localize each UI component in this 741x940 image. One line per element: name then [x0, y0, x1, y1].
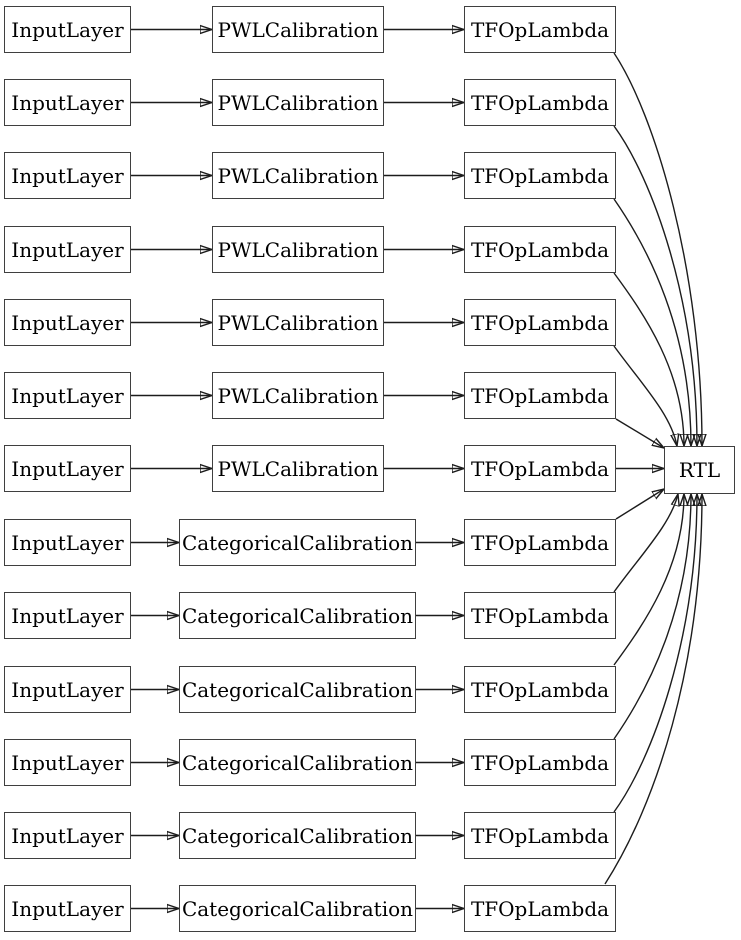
categorical-calibration-node: CategoricalCalibration — [179, 666, 416, 713]
tfop-lambda-node: TFOpLambda — [464, 372, 616, 419]
pwl-calibration-node: PWLCalibration — [212, 226, 384, 273]
tfop-lambda-node: TFOpLambda — [464, 79, 616, 126]
input-layer-node: InputLayer — [4, 519, 131, 566]
input-layer-node: InputLayer — [4, 79, 131, 126]
input-layer-node: InputLayer — [4, 372, 131, 419]
tfop-lambda-node: TFOpLambda — [464, 739, 616, 786]
edge-lambda-to-rtl-8 — [615, 489, 664, 520]
input-layer-node: InputLayer — [4, 812, 131, 859]
edge-lambda-to-rtl-13 — [604, 494, 702, 885]
pwl-calibration-node: PWLCalibration — [212, 445, 384, 492]
edge-lambda-to-rtl-6 — [615, 418, 664, 448]
edge-lambda-to-rtl-1 — [613, 52, 702, 446]
tfop-lambda-node: TFOpLambda — [464, 299, 616, 346]
input-layer-node: InputLayer — [4, 226, 131, 273]
edge-lambda-to-rtl-2 — [613, 125, 697, 446]
categorical-calibration-node: CategoricalCalibration — [179, 592, 416, 639]
tfop-lambda-node: TFOpLambda — [464, 445, 616, 492]
tfop-lambda-node: TFOpLambda — [464, 666, 616, 713]
categorical-calibration-node: CategoricalCalibration — [179, 885, 416, 932]
categorical-calibration-node: CategoricalCalibration — [179, 812, 416, 859]
tfop-lambda-node: TFOpLambda — [464, 812, 616, 859]
tfop-lambda-node: TFOpLambda — [464, 226, 616, 273]
pwl-calibration-node: PWLCalibration — [212, 6, 384, 53]
edge-lambda-to-rtl-9 — [613, 494, 678, 593]
tfop-lambda-node: TFOpLambda — [464, 885, 616, 932]
input-layer-node: InputLayer — [4, 666, 131, 713]
pwl-calibration-node: PWLCalibration — [212, 79, 384, 126]
pwl-calibration-node: PWLCalibration — [212, 372, 384, 419]
rtl-output-node: RTL — [664, 446, 735, 494]
edge-lambda-to-rtl-4 — [613, 272, 684, 446]
tfop-lambda-node: TFOpLambda — [464, 152, 616, 199]
categorical-calibration-node: CategoricalCalibration — [179, 739, 416, 786]
input-layer-node: InputLayer — [4, 6, 131, 53]
input-layer-node: InputLayer — [4, 885, 131, 932]
edge-lambda-to-rtl-11 — [613, 494, 691, 740]
tfop-lambda-node: TFOpLambda — [464, 519, 616, 566]
edge-lambda-to-rtl-10 — [613, 494, 684, 666]
input-layer-node: InputLayer — [4, 592, 131, 639]
edge-lambda-to-rtl-5 — [613, 345, 677, 446]
pwl-calibration-node: PWLCalibration — [212, 299, 384, 346]
input-layer-node: InputLayer — [4, 299, 131, 346]
edge-lambda-to-rtl-12 — [613, 494, 697, 813]
input-layer-node: InputLayer — [4, 152, 131, 199]
input-layer-node: InputLayer — [4, 445, 131, 492]
categorical-calibration-node: CategoricalCalibration — [179, 519, 416, 566]
pwl-calibration-node: PWLCalibration — [212, 152, 384, 199]
edge-lambda-to-rtl-3 — [613, 198, 691, 446]
tfop-lambda-node: TFOpLambda — [464, 592, 616, 639]
input-layer-node: InputLayer — [4, 739, 131, 786]
tfop-lambda-node: TFOpLambda — [464, 6, 616, 53]
